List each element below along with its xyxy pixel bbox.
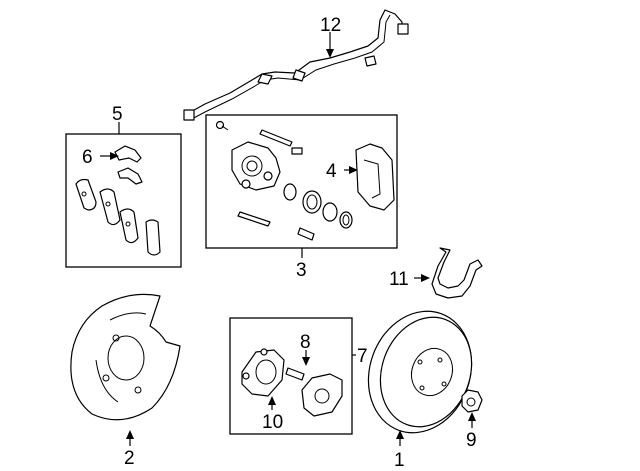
callout-6: 6 bbox=[82, 147, 93, 168]
hub-flange[interactable] bbox=[301, 373, 343, 417]
callout-9: 9 bbox=[466, 430, 477, 451]
callout-6-leader bbox=[100, 152, 119, 160]
brake-rotor-1[interactable] bbox=[352, 297, 488, 448]
caliper-body[interactable] bbox=[231, 141, 281, 191]
callout-11-leader bbox=[414, 274, 430, 282]
callout-9-leader bbox=[468, 412, 476, 428]
callout-4: 4 bbox=[326, 161, 337, 182]
caliper-bracket-4[interactable] bbox=[355, 143, 395, 211]
hub-kit-box bbox=[229, 317, 353, 435]
piston-seals[interactable] bbox=[283, 183, 353, 229]
callout-2: 2 bbox=[124, 448, 135, 469]
abs-sensor-harness[interactable] bbox=[183, 9, 409, 121]
callout-10: 10 bbox=[262, 412, 283, 433]
backing-plate-2[interactable] bbox=[70, 293, 181, 421]
pad-kit-box bbox=[65, 133, 182, 268]
callout-1: 1 bbox=[394, 450, 405, 471]
callout-3: 3 bbox=[296, 260, 307, 281]
hub-nut-9[interactable] bbox=[461, 389, 483, 413]
pad-clip-6[interactable] bbox=[114, 145, 143, 185]
callout-8: 8 bbox=[300, 332, 311, 353]
callout-5: 5 bbox=[112, 104, 123, 125]
callout-4-leader bbox=[344, 166, 358, 174]
callout-8-leader bbox=[302, 350, 310, 366]
hub-bearing-10[interactable] bbox=[241, 348, 285, 397]
callout-2-leader bbox=[126, 430, 134, 446]
brake-hose-11[interactable] bbox=[431, 247, 483, 299]
callout-11: 11 bbox=[389, 269, 409, 290]
callout-12-leader bbox=[326, 32, 334, 58]
callout-1-leader bbox=[396, 430, 404, 446]
caliper-bolts[interactable] bbox=[215, 120, 315, 241]
callout-10-leader bbox=[268, 396, 276, 410]
brake-pads[interactable] bbox=[75, 178, 161, 256]
wheel-stud-8[interactable] bbox=[285, 367, 305, 381]
callout-12: 12 bbox=[320, 15, 341, 36]
callout-7: 7 bbox=[357, 346, 368, 367]
